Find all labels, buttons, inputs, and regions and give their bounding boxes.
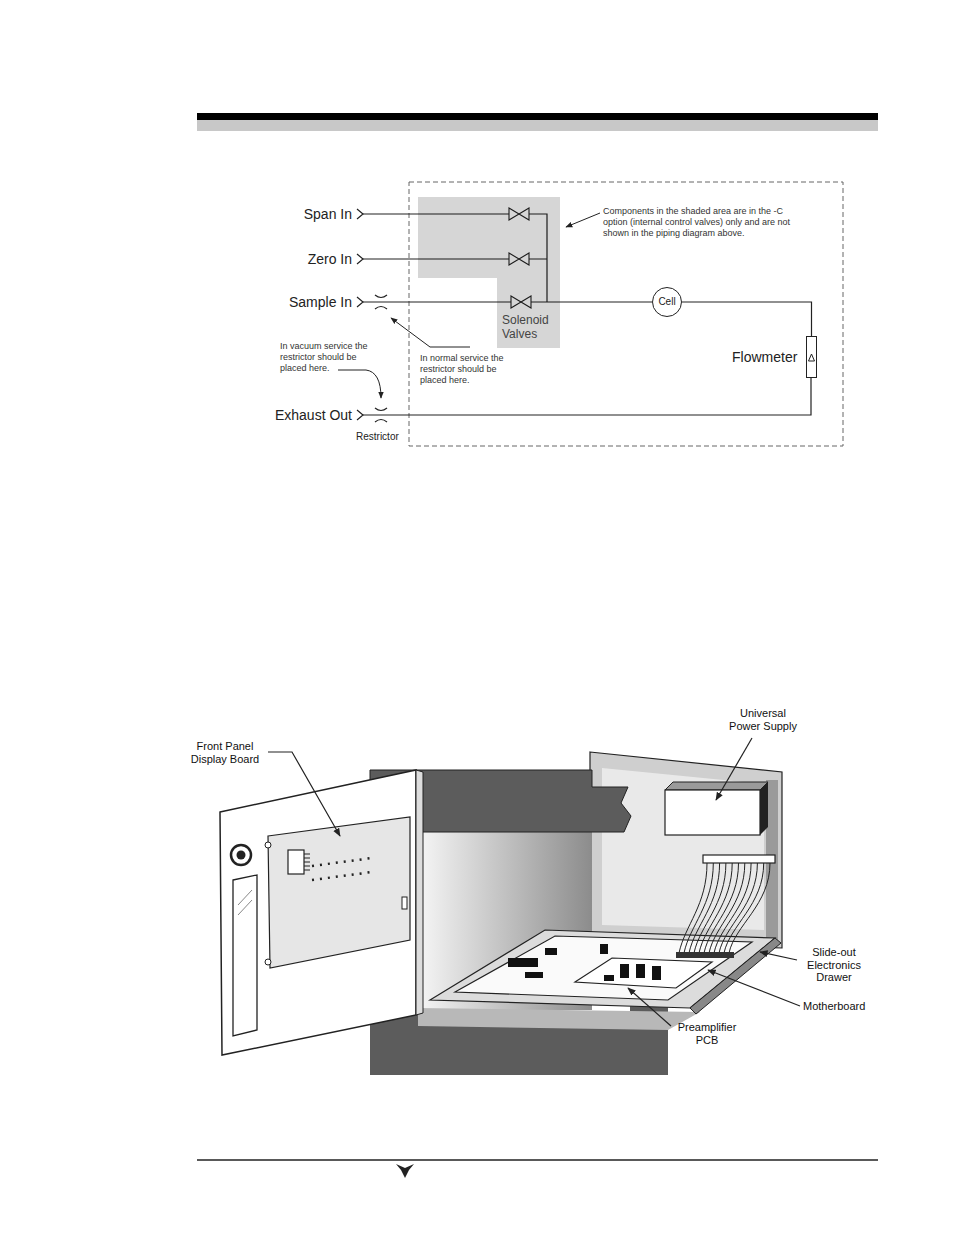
leader-line [338,370,381,398]
leader-line [566,213,600,227]
callout-label: Front Panel Display Board [184,740,266,765]
node-label: Solenoid Valves [502,313,556,341]
label-box: Preamplifier PCB [672,1021,742,1046]
note-text: Restrictor [356,431,408,443]
restrictor-symbol [375,295,387,309]
ribbon-wire [714,863,751,953]
note-text: In vacuum service the restrictor should … [280,341,384,374]
header-shade [197,120,878,131]
label-box: Exhaust Out [262,407,352,423]
callout-label: Preamplifier PCB [672,1021,742,1046]
note-text: In normal service the restrictor should … [420,353,524,386]
label-box: Sample In [262,294,352,310]
label-box: Universal Power Supply [726,707,800,732]
chip [600,944,608,954]
ribbon-wire [699,863,732,953]
port-label: Zero In [262,251,352,267]
door-edge [416,770,423,1015]
drawer-lip [418,1008,700,1030]
board-connector [288,850,304,874]
leader-line [760,952,797,960]
power-supply-box [665,790,760,835]
motherboard [455,936,752,1000]
cell-circle: Cell [652,287,682,317]
node-label: Cell [658,296,675,308]
footer-rule [197,1159,878,1161]
flowmeter-symbol [807,337,816,377]
ribbon-wire [694,863,726,953]
pipe-connector [560,301,652,302]
label-box: In normal service the restrictor should … [420,353,524,386]
preamplifier-pcb [575,958,712,988]
leader-line [716,738,752,800]
flowmeter-float [809,354,815,361]
callout-label: Motherboard [803,1000,883,1013]
port-label: Span In [262,206,352,222]
leader-line [628,988,671,1026]
window-glare [238,890,252,915]
connector-pins [304,854,310,870]
leader-line [268,752,340,836]
node-label: Flowmeter [732,349,797,365]
screw [265,959,271,965]
header-bar [197,113,878,120]
power-supply-side [760,782,768,835]
door-latch [402,897,407,909]
ribbon-wire [704,863,739,953]
display-board [268,817,410,968]
door-knob [237,851,246,860]
door-knob [231,845,251,865]
chip [636,964,645,978]
chip [620,964,629,978]
ribbon-wire [724,863,764,953]
callout-label: Slide-out Electronics Drawer [800,946,868,984]
chip [508,958,538,967]
restrictor-symbol [375,408,387,422]
chip [652,966,661,980]
pipe-connector [682,302,812,336]
label-box: Span In [262,206,352,222]
port-chevron [357,209,363,420]
shaded-valve-area: Solenoid Valves [418,197,560,348]
ribbon-wire [729,863,770,953]
cable-connector [676,952,734,958]
port-label: Exhaust Out [262,407,352,423]
shaded-area-fill [418,197,560,348]
note-text: Components in the shaded area are in the… [603,206,797,239]
cable-connector [703,855,775,863]
chip [545,948,557,955]
flowmeter-box: Flowmeter [806,336,817,378]
chip [604,975,614,981]
label-box: Front Panel Display Board [184,740,266,765]
front-panel-door [220,770,416,1055]
leader-line [708,970,800,1006]
label-box: Restrictor [356,431,408,443]
chip [525,972,543,978]
display-window [233,875,257,1036]
enclosure-boundary [409,182,843,446]
label-box: Zero In [262,251,352,267]
port-label: Sample In [262,294,352,310]
led-row [312,858,372,880]
screw [265,842,271,848]
callout-label: Universal Power Supply [726,707,800,732]
ribbon-cable [679,863,770,953]
label-box: Motherboard [803,1000,883,1013]
company-logo [396,1164,414,1178]
ribbon-wire [709,863,745,953]
label-box: Slide-out Electronics Drawer [800,946,868,984]
power-supply-top [665,782,768,790]
ribbon-wire [719,863,757,953]
label-box: In vacuum service the restrictor should … [280,341,384,374]
cabinet-back-wall [590,752,782,948]
leader-line [391,318,470,347]
label-box: Components in the shaded area are in the… [603,206,797,239]
